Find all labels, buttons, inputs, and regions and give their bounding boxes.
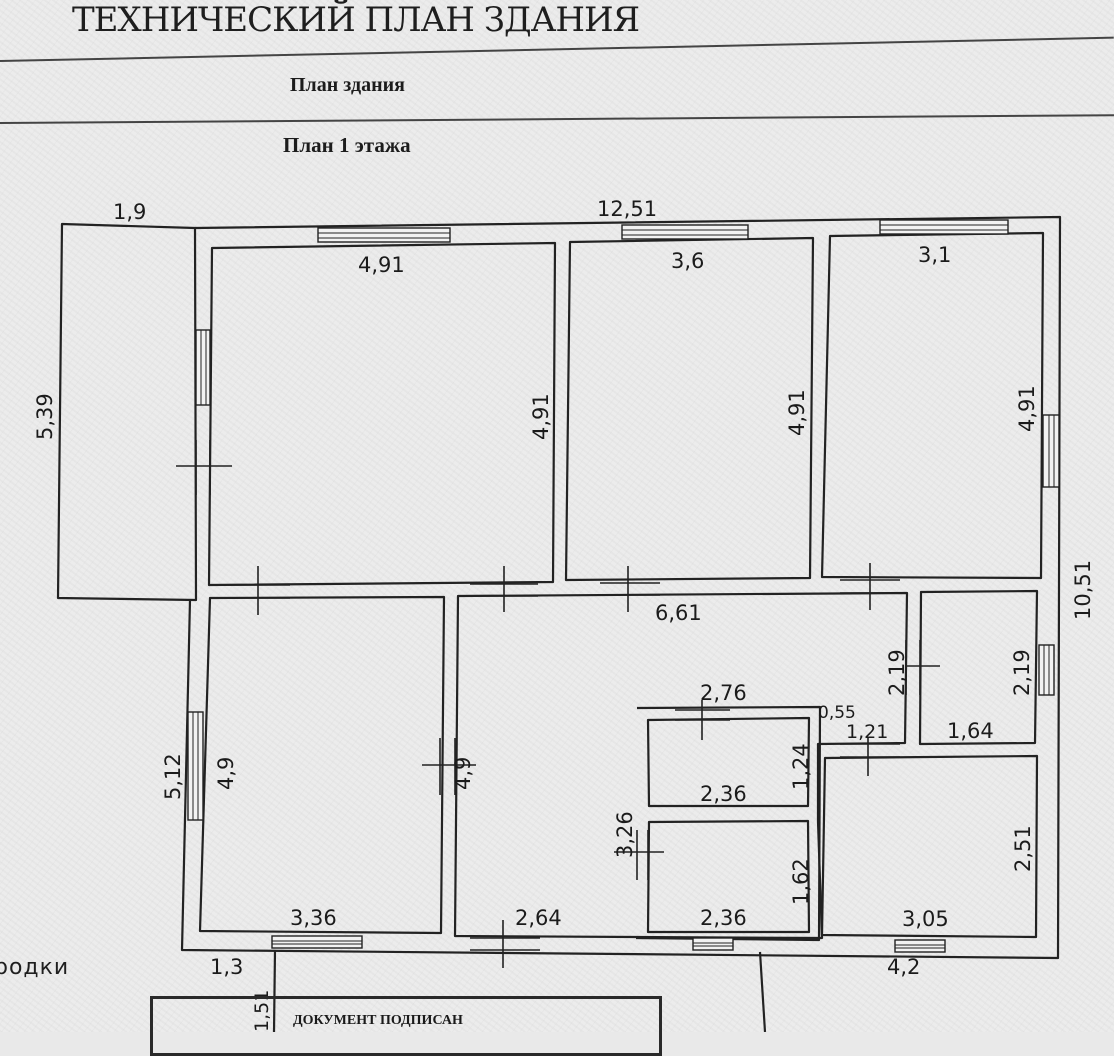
window-bottom-mid — [692, 937, 734, 951]
dim-room3-width: 3,1 — [918, 243, 951, 267]
dim-annex-width: 1,9 — [113, 200, 146, 224]
floor-plan: 1,9 5,39 12,51 10,51 4,91 4,91 3,6 4,91 … — [33, 197, 1095, 1032]
dim-room3-length: 4,91 — [1015, 385, 1039, 432]
porch-line-left — [272, 949, 277, 1032]
door-bath — [675, 700, 730, 740]
dim-storage-width: 1,64 — [947, 719, 994, 743]
dim-wc-block: 3,26 — [613, 811, 637, 858]
plan-subtitle: План здания — [290, 74, 405, 96]
dim-rear-width: 4,2 — [887, 955, 920, 979]
outer-wall — [180, 215, 1062, 960]
dim-left-wall: 5,12 — [161, 753, 185, 800]
dim-room1-length: 4,91 — [529, 393, 553, 440]
signature-stamp: ДОКУМЕНТ ПОДПИСАН — [150, 996, 662, 1056]
dim-corridor-depth: 4,9 — [451, 757, 475, 790]
door-wc — [614, 830, 664, 880]
door-room4 — [422, 738, 476, 795]
bath-room — [646, 716, 811, 808]
window-bottom-right — [894, 939, 946, 953]
dim-kitchen-width: 3,05 — [902, 907, 949, 931]
room-1 — [207, 241, 557, 587]
dim-wc-depth: 1,62 — [789, 858, 813, 905]
dim-small-block-width: 2,76 — [700, 681, 747, 705]
door-entry — [470, 920, 540, 968]
document-title: ТЕХНИЧЕСКИЙ ПЛАН ЗДАНИЯ — [72, 0, 640, 40]
door-passage — [840, 738, 900, 776]
door-room1 — [228, 566, 290, 615]
window-right-storage — [1038, 644, 1055, 696]
kitchen-room — [820, 754, 1039, 939]
dim-wc-width: 2,36 — [700, 906, 747, 930]
door-annex — [176, 440, 232, 495]
annex-outline — [56, 222, 198, 602]
dim-passage-width: 0,55 — [818, 703, 856, 723]
porch-line-right — [758, 951, 767, 1032]
dim-passage-length: 1,21 — [846, 721, 888, 743]
dim-corridor-bottom: 2,64 — [515, 906, 562, 930]
window-left-top — [195, 329, 211, 406]
dim-room4-width: 3,36 — [290, 906, 337, 930]
dim-storage-depth: 2,19 — [1010, 649, 1034, 696]
dim-porch-width: 1,3 — [210, 955, 243, 979]
window-right-top — [1042, 414, 1060, 488]
dim-room2-width: 3,6 — [671, 249, 704, 273]
dim-total-width: 10,51 — [1071, 560, 1095, 620]
dim-bath-depth: 1,24 — [789, 743, 813, 790]
stamp-text: ДОКУМЕНТ ПОДПИСАН — [293, 1013, 463, 1028]
floor-title: План 1 этажа — [283, 133, 411, 157]
dim-total-length: 12,51 — [597, 197, 657, 221]
paper-background — [0, 0, 1114, 1032]
door-room3-a — [600, 566, 660, 612]
dim-kitchen-depth: 2,51 — [1011, 825, 1035, 872]
window-room2 — [621, 224, 749, 240]
door-room3-b — [840, 563, 900, 610]
window-left-bottom — [187, 711, 204, 821]
room-2 — [564, 236, 815, 582]
dim-room1-width: 4,91 — [358, 253, 405, 277]
margin-text-fragment: родки — [0, 955, 70, 980]
room-3 — [820, 231, 1045, 580]
door-hall — [905, 640, 940, 695]
dim-porch-depth: 1,51 — [251, 990, 273, 1032]
dim-annex-length: 5,39 — [33, 393, 57, 440]
window-room3 — [879, 219, 1009, 235]
dim-bath-width: 2,36 — [700, 782, 747, 806]
dim-hall-depth: 2,19 — [885, 649, 909, 696]
corridor — [453, 591, 909, 940]
dim-room2-length: 4,91 — [785, 389, 809, 436]
wc-room — [646, 819, 811, 934]
door-room2 — [470, 566, 538, 612]
window-room1 — [317, 227, 451, 243]
window-bottom-left — [271, 935, 363, 949]
dim-corridor-length: 6,61 — [655, 601, 702, 625]
dim-room4-length: 4,9 — [214, 757, 238, 790]
